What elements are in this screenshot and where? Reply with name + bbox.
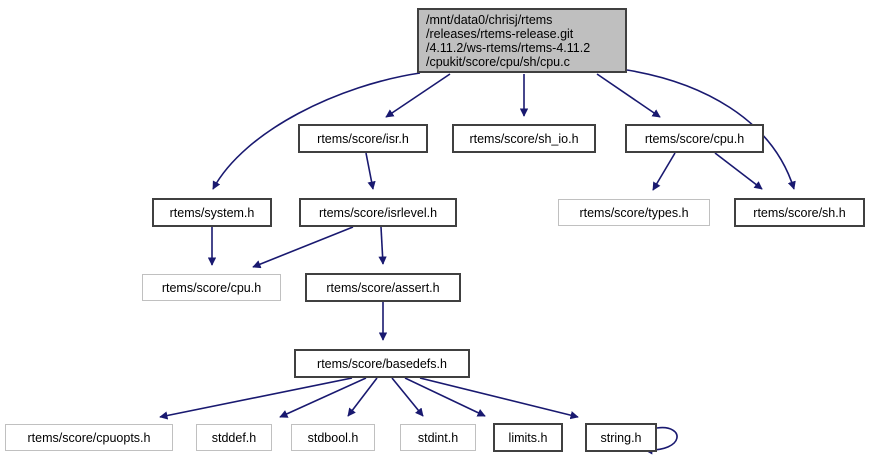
node-string-h[interactable]: string.h bbox=[585, 423, 657, 452]
node-label: string.h bbox=[600, 430, 642, 445]
edge-cpu-to-types bbox=[652, 152, 676, 191]
edge-isr-to-isrlevel bbox=[365, 152, 376, 190]
node-rtems-score-sh-io-h[interactable]: rtems/score/sh_io.h bbox=[452, 124, 596, 153]
node-label: stdint.h bbox=[417, 430, 459, 445]
node-label: rtems/score/sh_io.h bbox=[469, 131, 579, 146]
node-label: stddef.h bbox=[211, 430, 257, 445]
node-rtems-score-isrlevel-h[interactable]: rtems/score/isrlevel.h bbox=[299, 198, 457, 227]
node-label: stdbool.h bbox=[307, 430, 359, 445]
node-rtems-score-assert-h[interactable]: rtems/score/assert.h bbox=[305, 273, 461, 302]
node-rtems-score-types-h: rtems/score/types.h bbox=[558, 199, 710, 226]
node-rtems-score-cpuopts-h: rtems/score/cpuopts.h bbox=[5, 424, 173, 451]
node-label: rtems/score/cpu.h bbox=[161, 280, 262, 295]
node-rtems-score-cpu-h-row2[interactable]: rtems/score/cpu.h bbox=[625, 124, 764, 153]
node-label: rtems/score/assert.h bbox=[326, 280, 440, 295]
node-label: rtems/score/isr.h bbox=[317, 131, 409, 146]
edge-cpu-to-sh bbox=[714, 152, 763, 190]
node-rtems-score-cpu-h-row4: rtems/score/cpu.h bbox=[142, 274, 281, 301]
node-stdint-h: stdint.h bbox=[400, 424, 476, 451]
edge-root-to-cpu-h-2 bbox=[596, 73, 661, 118]
edge-isrlevel-to-cpu-h-4 bbox=[252, 226, 354, 269]
edge-root-to-isr bbox=[385, 73, 451, 118]
edge-isrlevel-to-assert bbox=[378, 226, 387, 265]
node-rtems-system-h[interactable]: rtems/system.h bbox=[152, 198, 272, 227]
node-label: rtems/score/cpuopts.h bbox=[27, 430, 151, 445]
node-rtems-score-basedefs-h[interactable]: rtems/score/basedefs.h bbox=[294, 349, 470, 378]
node-label: rtems/system.h bbox=[169, 205, 255, 220]
node-rtems-score-isr-h[interactable]: rtems/score/isr.h bbox=[298, 124, 428, 153]
node-label: rtems/score/types.h bbox=[579, 205, 689, 220]
edge-basedefs-to-stdint bbox=[391, 377, 424, 417]
node-label: limits.h bbox=[508, 430, 548, 445]
node-label: rtems/score/cpu.h bbox=[644, 131, 745, 146]
node-root-cpu-c[interactable]: /mnt/data0/chrisj/rtems /releases/rtems-… bbox=[417, 8, 627, 73]
node-root-label: /mnt/data0/chrisj/rtems /releases/rtems-… bbox=[426, 12, 591, 69]
edge-basedefs-to-limits bbox=[404, 377, 486, 417]
node-label: rtems/score/sh.h bbox=[753, 205, 846, 220]
node-stddef-h: stddef.h bbox=[196, 424, 272, 451]
node-stdbool-h: stdbool.h bbox=[291, 424, 375, 451]
edge-basedefs-to-stddef bbox=[279, 377, 367, 418]
edge-basedefs-to-cpuopts bbox=[159, 377, 353, 420]
edge-basedefs-to-string bbox=[419, 377, 579, 420]
node-rtems-score-sh-h[interactable]: rtems/score/sh.h bbox=[734, 198, 865, 227]
edge-basedefs-to-stdbool bbox=[347, 377, 378, 417]
node-label: rtems/score/basedefs.h bbox=[317, 356, 447, 371]
node-limits-h[interactable]: limits.h bbox=[493, 423, 563, 452]
node-label: rtems/score/isrlevel.h bbox=[318, 205, 438, 220]
